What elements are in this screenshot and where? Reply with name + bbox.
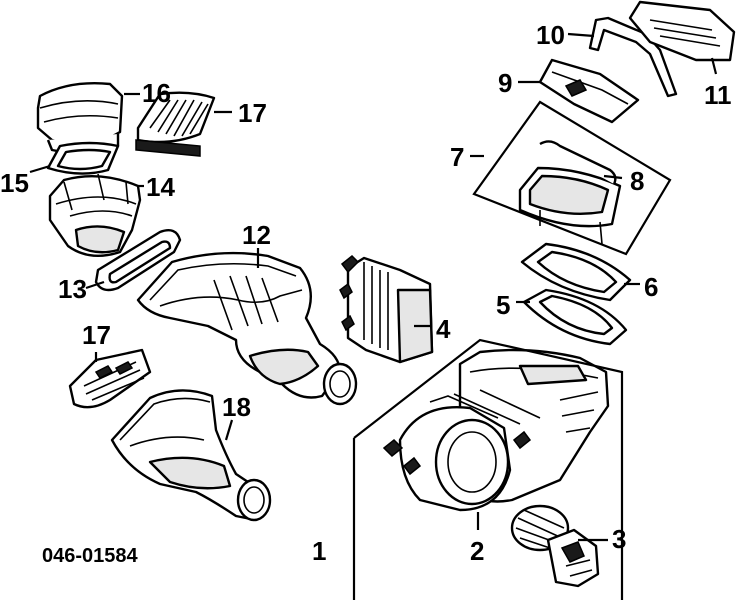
part-13-gasket-ring: [94, 229, 182, 292]
part-3-blower-motor: [510, 504, 600, 588]
callout-16: 16: [142, 78, 171, 108]
callout-13: 13: [58, 274, 87, 304]
part-6-seal-ring: [520, 242, 632, 302]
callout-11: 11: [704, 80, 732, 110]
part-14-duct-section: [48, 173, 142, 258]
part-11-cover: [628, 0, 736, 62]
callout-15: 15: [0, 168, 29, 198]
callout-9: 9: [498, 68, 512, 98]
part-7-assembly-box: [472, 100, 672, 256]
callout-18: 18: [222, 392, 251, 422]
part-18-lower-duct: [110, 389, 272, 522]
callout-7: 7: [450, 142, 464, 172]
callout-10: 10: [536, 20, 565, 50]
part-15-gasket: [46, 141, 120, 175]
part-4-filter-box: [339, 254, 434, 364]
callout-1: 1: [312, 536, 326, 566]
callout-14: 14: [146, 172, 175, 202]
callout-12: 12: [242, 220, 271, 250]
diagram-code: 046-01584: [42, 545, 139, 567]
callout-8: 8: [630, 166, 644, 196]
leader-lines: [29, 32, 718, 600]
part-1-blower-housing: [382, 348, 610, 512]
part-9-bracket: [538, 58, 640, 124]
callout-17-top: 17: [238, 98, 267, 128]
part-12-air-duct: [136, 251, 358, 406]
part-17-filter-grille-top: [135, 91, 216, 157]
callout-2: 2: [470, 536, 484, 566]
callout-3: 3: [612, 524, 626, 554]
callout-17-lower: 17: [82, 320, 111, 350]
part-5-gasket: [522, 288, 628, 346]
part-17-filter-grille-lower: [68, 348, 152, 409]
callout-labels: 1 2 3 4 5 6 7 8 9 10 11 12 13 14 15 16 1…: [0, 20, 732, 566]
callout-5: 5: [496, 290, 510, 320]
callout-4: 4: [436, 314, 451, 344]
callout-6: 6: [644, 272, 658, 302]
